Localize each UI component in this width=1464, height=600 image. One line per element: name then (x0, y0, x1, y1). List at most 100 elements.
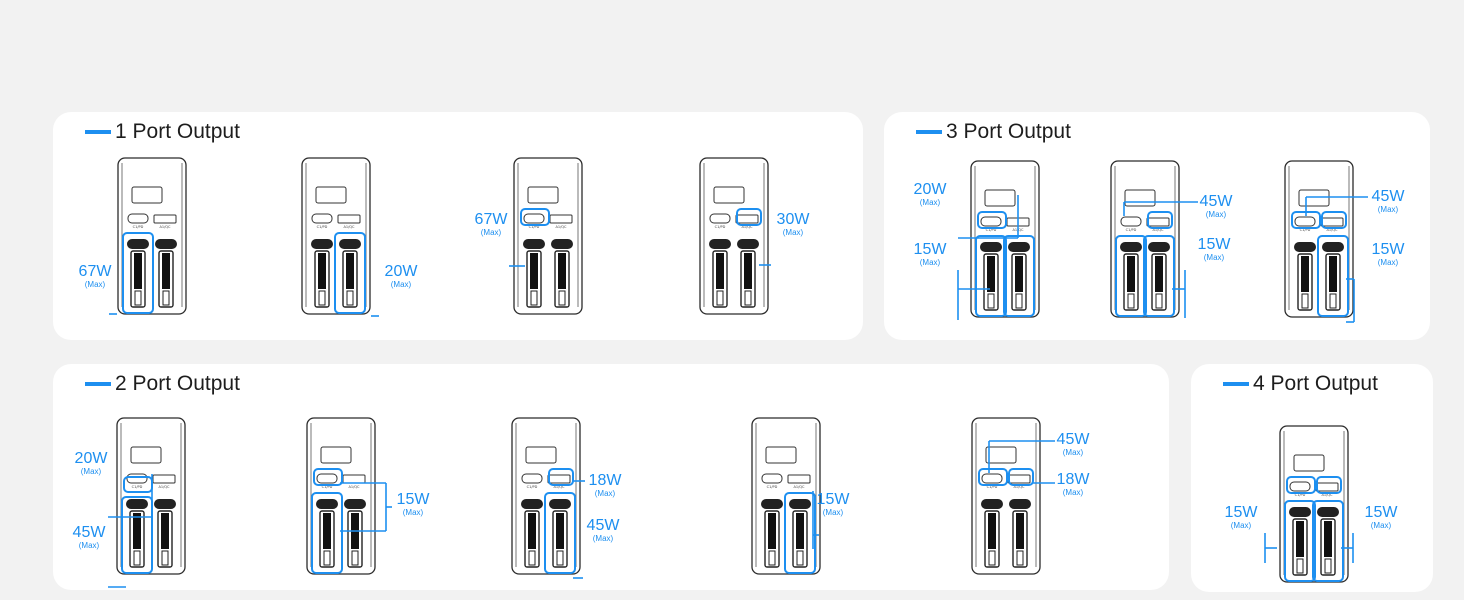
usb-a-port (1315, 482, 1339, 492)
wattage-value: 20W (74, 450, 108, 467)
usb-c-port (126, 473, 148, 484)
cable-plug-end (556, 550, 564, 566)
cable-plug-head (737, 239, 759, 249)
cable-plug-grip (1127, 256, 1135, 292)
port-wattage-label: 45W(Max) (1053, 432, 1093, 457)
wattage-value: 18W (588, 472, 622, 489)
max-note: (Max) (919, 258, 941, 267)
cable-plug-end (351, 550, 359, 566)
cable-plug-head (154, 499, 176, 509)
wattage-value: 45W (1199, 193, 1233, 210)
display-screen (131, 186, 163, 204)
port-marking: A1/QC (556, 225, 568, 229)
port-highlight (1003, 235, 1035, 317)
port-highlight (334, 232, 366, 314)
port-wattage-label: 15W(Max) (1221, 505, 1261, 530)
cable-plug-grip (768, 513, 776, 549)
cable-plug-grip (162, 253, 170, 289)
cable-plug-end (796, 550, 804, 566)
wattage-value: 15W (913, 241, 947, 258)
cable-plug-head (1294, 242, 1316, 252)
port-highlight (1321, 211, 1347, 229)
title-dash (85, 382, 111, 386)
section-title-text: 1 Port Output (115, 120, 240, 143)
usb-c-port (980, 216, 1002, 227)
display-screen (525, 446, 557, 464)
port-marking: A1/QC (554, 485, 566, 489)
max-note: (Max) (919, 198, 941, 207)
max-note: (Max) (782, 228, 804, 237)
port-marking: C1/PD (133, 225, 144, 229)
cable-plug-end (768, 550, 776, 566)
cable-plug-end (558, 290, 566, 306)
cable-plug-grip (161, 513, 169, 549)
port-wattage-label: 15W(Max) (1361, 505, 1401, 530)
cable-plug-grip (1296, 521, 1304, 557)
port-highlight (548, 468, 574, 486)
cable-plug-grip (744, 253, 752, 289)
cable-plug-head (155, 239, 177, 249)
cable-plug-head (761, 499, 783, 509)
port-highlight (313, 468, 343, 486)
title-dash (1223, 382, 1249, 386)
max-note: (Max) (594, 489, 616, 498)
port-marking: A1/QC (159, 485, 171, 489)
cable-plug-head (126, 499, 148, 509)
cable-plug-head (1289, 507, 1311, 517)
max-note: (Max) (1203, 253, 1225, 262)
cable-plug-end (1301, 293, 1309, 309)
port-marking: A1/QC (160, 225, 172, 229)
usb-c-port (1294, 216, 1316, 227)
cable-plug-head (339, 239, 361, 249)
max-note: (Max) (592, 534, 614, 543)
port-marking: A1/QC (1327, 228, 1339, 232)
port-wattage-label: 45W(Max) (1196, 194, 1236, 219)
one-port-output-panel: 1 Port Output C1/PD A1/QC 67W (Max) C1/PD A… (53, 112, 863, 340)
cable-plug-head (980, 242, 1002, 252)
max-note: (Max) (1377, 205, 1399, 214)
wattage-value: 67W (78, 263, 112, 280)
usb-c-port (311, 213, 333, 224)
port-marking: C1/PD (987, 485, 998, 489)
port-marking: C1/PD (317, 225, 328, 229)
cable-plug-end (323, 550, 331, 566)
cable-plug-end (318, 290, 326, 306)
cable-plug-grip (987, 256, 995, 292)
max-note: (Max) (78, 541, 100, 550)
display-screen (984, 189, 1016, 207)
port-marking: A1/QC (349, 485, 361, 489)
port-marking: C1/PD (715, 225, 726, 229)
port-marking: A1/QC (742, 225, 754, 229)
cable-plug-grip (1301, 256, 1309, 292)
cable-plug-end (987, 293, 995, 309)
wattage-value: 45W (72, 524, 106, 541)
usb-a-port (337, 214, 361, 224)
port-highlight (1286, 476, 1316, 494)
charger-body (513, 157, 583, 315)
port-wattage-label: 45W(Max) (69, 525, 109, 550)
cable-plug-head (311, 239, 333, 249)
usb-c-port (1120, 216, 1142, 227)
cable-plug-grip (1016, 513, 1024, 549)
title-dash (85, 130, 111, 134)
display-screen (1293, 454, 1325, 472)
port-highlight (311, 492, 343, 574)
cable-plug-head (1317, 507, 1339, 517)
usb-c-port (761, 473, 783, 484)
port-marking: C1/PD (527, 485, 538, 489)
cable-plug-head (1009, 499, 1031, 509)
cable-plug-grip (556, 513, 564, 549)
cable-plug-end (134, 290, 142, 306)
usb-c-port (981, 473, 1003, 484)
usb-a-port (549, 214, 573, 224)
usb-c-port (127, 213, 149, 224)
cable-plug-head (1322, 242, 1344, 252)
charger-drawing: C1/PD A1/QC (699, 157, 771, 315)
wattage-value: 20W (913, 181, 947, 198)
max-note: (Max) (1230, 521, 1252, 530)
cable-plug-head (981, 499, 1003, 509)
port-wattage-label: 15W(Max) (1368, 242, 1408, 267)
